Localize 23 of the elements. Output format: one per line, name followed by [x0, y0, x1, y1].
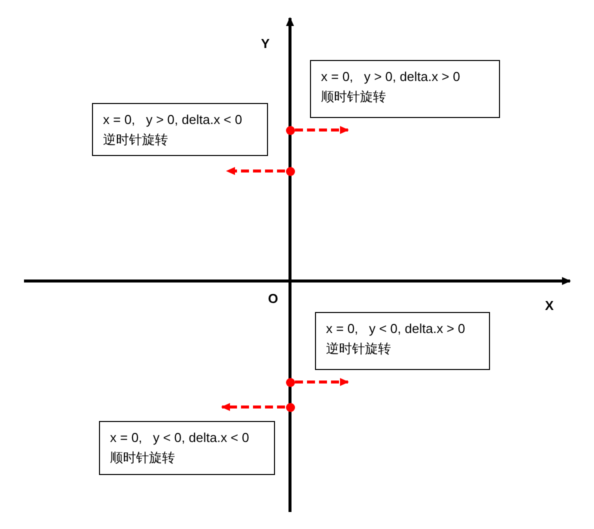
axis-label: Y: [261, 36, 270, 51]
text-box: [315, 312, 490, 370]
condition-text: x = 0, y > 0, delta.x < 0: [103, 111, 244, 129]
condition-text: x = 0, y < 0, delta.x < 0: [110, 429, 250, 447]
text-box: [99, 421, 275, 475]
axis-label: X: [545, 298, 554, 313]
point-dot: [286, 378, 294, 386]
point-dot: [286, 402, 294, 412]
text-box: [310, 60, 500, 118]
condition-text: 顺时针旋转: [321, 88, 387, 106]
point-dot: [286, 166, 294, 176]
text-box: [92, 103, 268, 156]
arrow: [295, 126, 349, 134]
condition-text: 逆时针旋转: [326, 340, 392, 358]
axis-label: O: [268, 291, 278, 306]
arrow: [226, 167, 285, 175]
arrow: [295, 378, 349, 386]
point-dot: [286, 126, 294, 134]
condition-text: 顺时针旋转: [110, 449, 176, 467]
arrow: [221, 403, 285, 411]
condition-text: x = 0, y > 0, delta.x > 0: [321, 68, 462, 86]
condition-text: x = 0, y < 0, delta.x > 0: [326, 320, 466, 338]
condition-text: 逆时针旋转: [103, 131, 169, 149]
